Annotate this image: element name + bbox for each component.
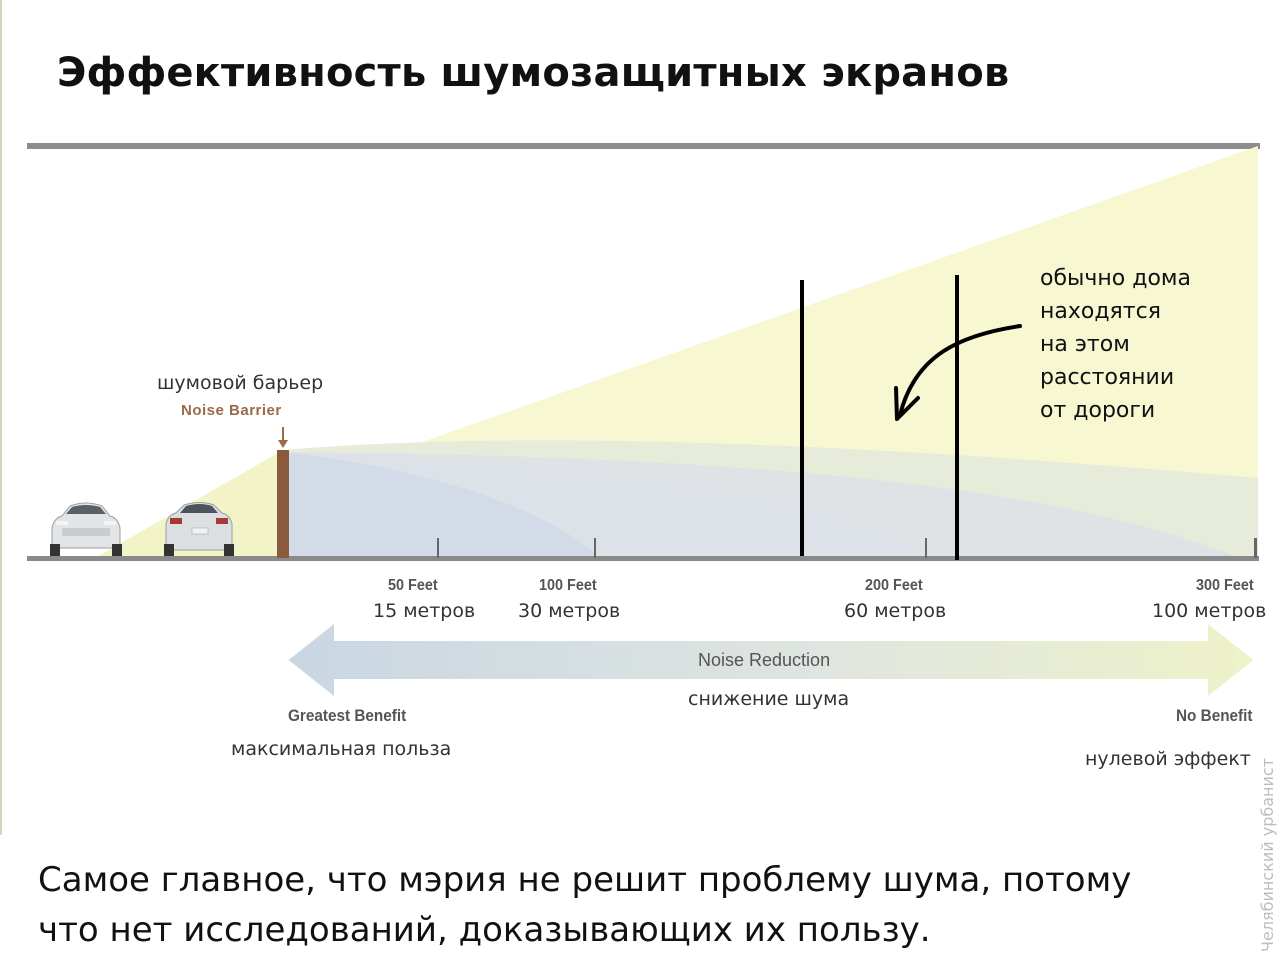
road-line [27, 556, 1259, 561]
watermark: Челябинский урбанист [1258, 757, 1277, 952]
no-benefit-label-ru: нулевой эффект [1085, 748, 1251, 770]
tick-meters-100: 100 метров [1152, 600, 1267, 622]
tick-label-50ft: 50 Feet [388, 577, 438, 594]
tick-label-300ft: 300 Feet [1196, 577, 1254, 594]
noise-reduction-arrow [285, 619, 1257, 701]
tick-meters-15: 15 метров [373, 600, 476, 622]
houses-distance-note: обычно дома находятся на этом расстоянии… [1040, 262, 1191, 427]
note-line: находятся [1040, 299, 1161, 324]
tick-50ft [437, 538, 439, 558]
noise-reduction-label-en: Noise Reduction [698, 650, 831, 670]
shadow-zone-inner [283, 452, 600, 558]
barrier-label-ru: шумовой барьер [157, 372, 324, 394]
greatest-benefit-label-en: Greatest Benefit [288, 706, 407, 725]
greatest-benefit-label-ru: максимальная польза [231, 738, 452, 760]
tick-label-200ft: 200 Feet [865, 577, 923, 594]
tick-label-100ft: 100 Feet [539, 577, 597, 594]
noise-reduction-label-ru: снижение шума [688, 688, 850, 710]
barrier-label-en: Noise Barrier [181, 402, 282, 419]
tick-200ft [925, 538, 927, 558]
distance-ticks [437, 538, 1257, 558]
bottom-caption: Самое главное, что мэрия не решит пробле… [38, 855, 1218, 955]
barrier-pointer-head [278, 440, 288, 448]
tick-meters-30: 30 метров [518, 600, 621, 622]
note-line: на этом [1040, 332, 1130, 357]
caption-line-2: что нет исследований, доказывающих их по… [38, 910, 931, 950]
left-border-rule [0, 0, 2, 835]
no-benefit-label-en: No Benefit [1176, 706, 1253, 725]
note-line: расстоянии [1040, 365, 1175, 390]
car-rear-icon [164, 502, 234, 556]
caption-line-1: Самое главное, что мэрия не решит пробле… [38, 860, 1132, 900]
top-boundary-line [27, 143, 1260, 149]
hand-drawn-arrow-head [894, 386, 920, 421]
hand-drawn-arrow [898, 324, 1022, 417]
noise-barrier [277, 450, 289, 558]
tick-100ft [594, 538, 596, 558]
tick-meters-60: 60 метров [844, 600, 947, 622]
note-line: обычно дома [1040, 266, 1191, 291]
page-title: Эффективность шумозащитных экранов [57, 50, 1010, 96]
car-front-icon [50, 502, 122, 556]
tick-300ft [1254, 538, 1257, 558]
note-line: от дороги [1040, 398, 1156, 423]
